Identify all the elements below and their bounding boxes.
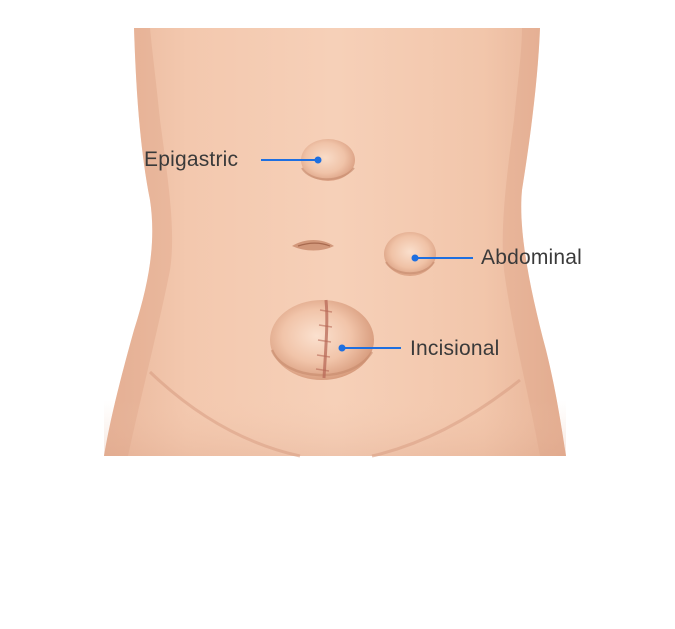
- torso-illustration: [104, 28, 566, 458]
- torso-body: [104, 28, 566, 456]
- incisional-pointer-dot: [338, 344, 346, 352]
- epigastric-label: Epigastric: [144, 148, 239, 171]
- abdominal-label: Abdominal: [481, 246, 583, 269]
- abdominal-hernia-bulge: [384, 232, 436, 276]
- incisional-label: Incisional: [410, 337, 500, 360]
- abdominal-pointer-dot: [411, 254, 419, 262]
- pointer-lines: [261, 156, 473, 352]
- surgical-scar: [322, 299, 329, 379]
- epigastric-hernia-bulge: [301, 139, 355, 181]
- navel: [292, 240, 334, 251]
- epigastric-pointer-dot: [314, 156, 322, 164]
